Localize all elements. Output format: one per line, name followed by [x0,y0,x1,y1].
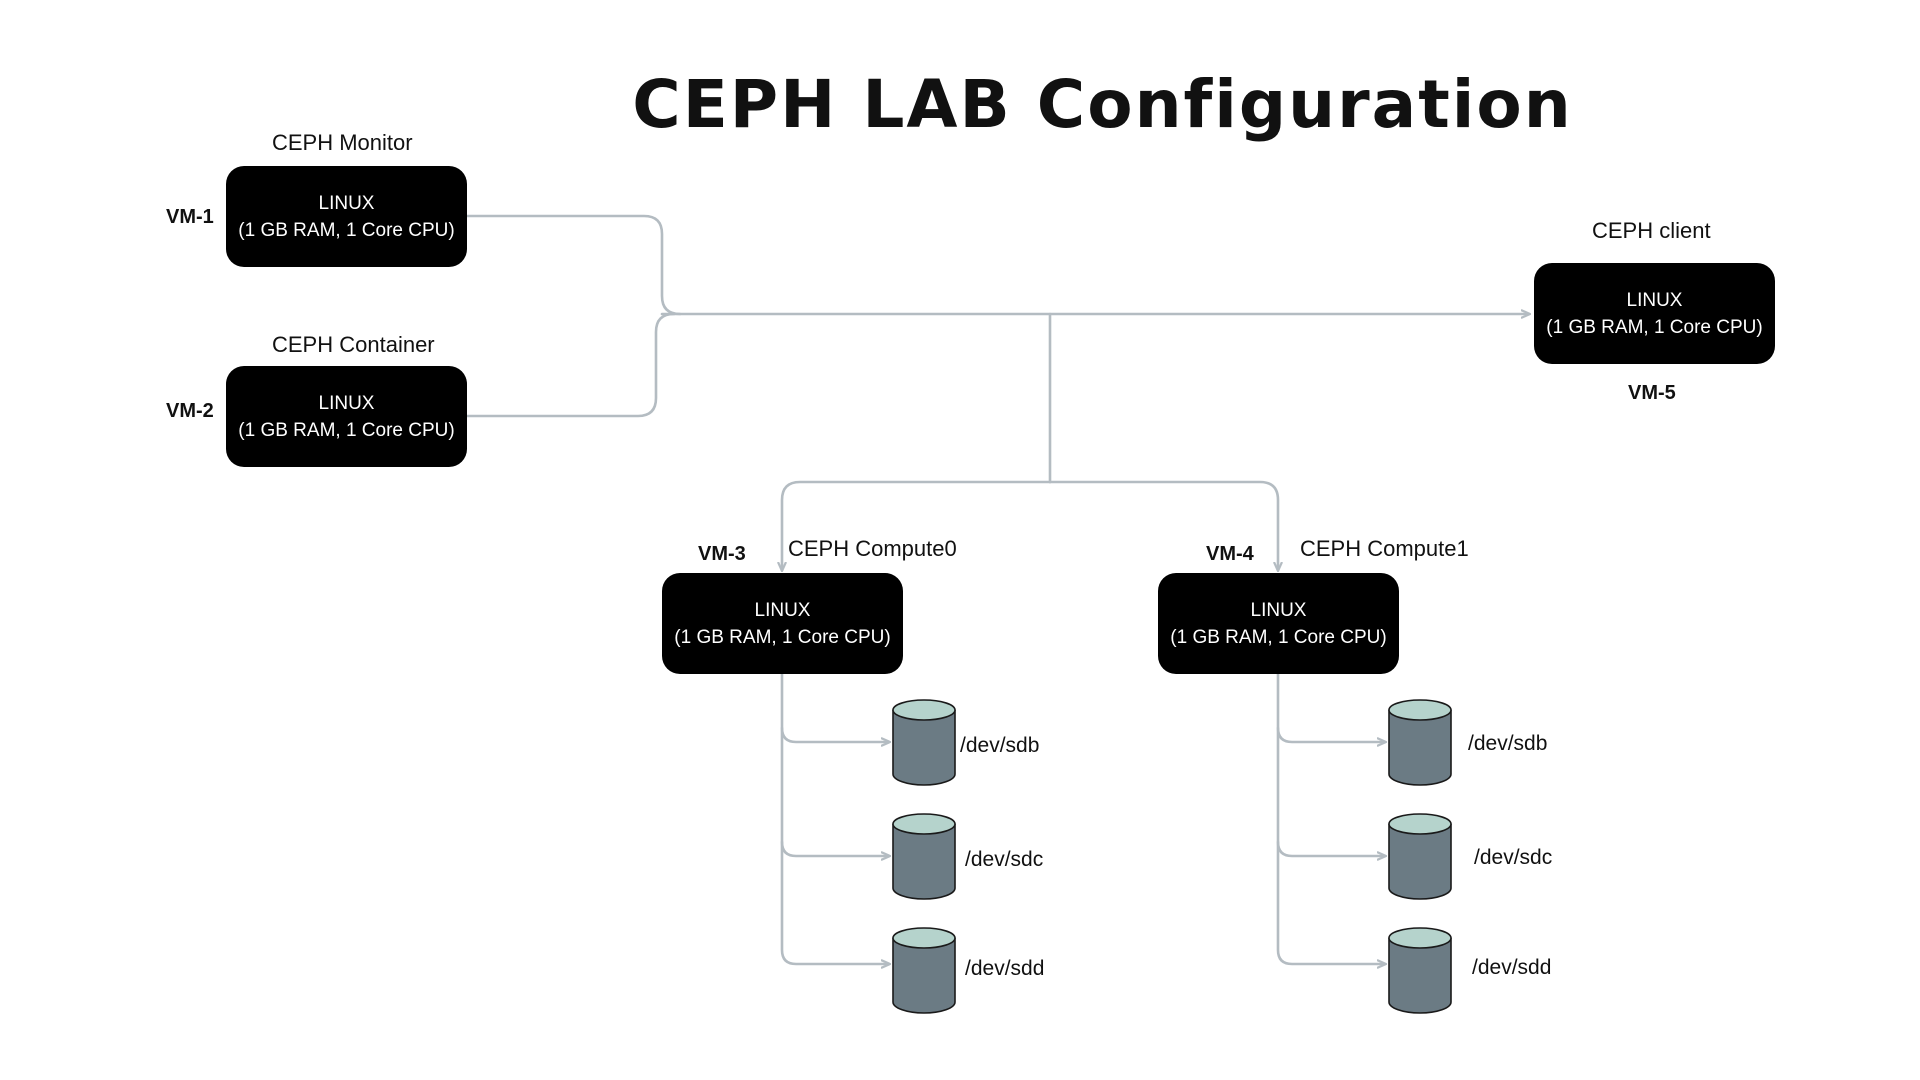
node-os-vm1: LINUX [318,192,375,214]
node-spec-vm4: (1 GB RAM, 1 Core CPU) [1170,626,1387,648]
cylinder-disk-icon [891,698,957,786]
link-vm3-sdd [780,840,889,964]
node-name-vm5: CEPH client [1592,218,1711,243]
disk-label-vm4-sdd: /dev/sdd [1472,956,1552,979]
page-title: CEPH LAB Configuration [632,66,1573,143]
node-vm4: LINUX (1 GB RAM, 1 Core CPU) [1158,573,1399,674]
node-spec-vm5: (1 GB RAM, 1 Core CPU) [1546,316,1763,338]
cylinder-disk-icon [1387,698,1453,786]
vm-tag-vm5: VM-5 [1628,382,1676,404]
node-os-vm4: LINUX [1250,599,1307,621]
disk-label-vm4-sdc: /dev/sdc [1474,846,1553,869]
disk-label-vm3-sdd: /dev/sdd [965,957,1045,980]
node-os-vm2: LINUX [318,392,375,414]
node-name-vm3: CEPH Compute0 [788,536,957,561]
link-vm2-bus [465,312,676,418]
node-name-vm1: CEPH Monitor [272,130,413,155]
node-vm3: LINUX (1 GB RAM, 1 Core CPU) [662,573,903,674]
node-vm5: LINUX (1 GB RAM, 1 Core CPU) [1534,263,1775,364]
cylinder-disk-icon [891,812,957,900]
link-drop-vm3 [782,480,1052,570]
vm-tag-vm1: VM-1 [166,206,214,228]
node-spec-vm1: (1 GB RAM, 1 Core CPU) [238,219,455,241]
node-spec-vm3: (1 GB RAM, 1 Core CPU) [674,626,891,648]
node-os-vm3: LINUX [754,599,811,621]
cylinder-disk-icon [891,926,957,1014]
node-vm1: LINUX (1 GB RAM, 1 Core CPU) [226,166,467,267]
node-vm2: LINUX (1 GB RAM, 1 Core CPU) [226,366,467,467]
link-vm4-sdb [1276,670,1385,742]
link-vm3-sdb [780,670,889,742]
link-vm4-sdd [1276,840,1385,964]
node-spec-vm2: (1 GB RAM, 1 Core CPU) [238,419,455,441]
disk-label-vm4-sdb: /dev/sdb [1468,732,1548,755]
vm-tag-vm2: VM-2 [166,400,214,422]
disk-label-vm3-sdc: /dev/sdc [965,848,1044,871]
link-vm3-sdc [780,726,889,856]
link-vm4-sdc [1276,726,1385,856]
node-name-vm2: CEPH Container [272,332,435,357]
link-drop-vm4 [1048,480,1278,570]
node-name-vm4: CEPH Compute1 [1300,536,1469,561]
vm-tag-vm4: VM-4 [1206,543,1254,565]
node-os-vm5: LINUX [1626,289,1683,311]
cylinder-disk-icon [1387,812,1453,900]
vm-tag-vm3: VM-3 [698,543,746,565]
cylinder-disk-icon [1387,926,1453,1014]
disk-label-vm3-sdb: /dev/sdb [960,734,1040,757]
link-vm1-bus [465,214,682,316]
